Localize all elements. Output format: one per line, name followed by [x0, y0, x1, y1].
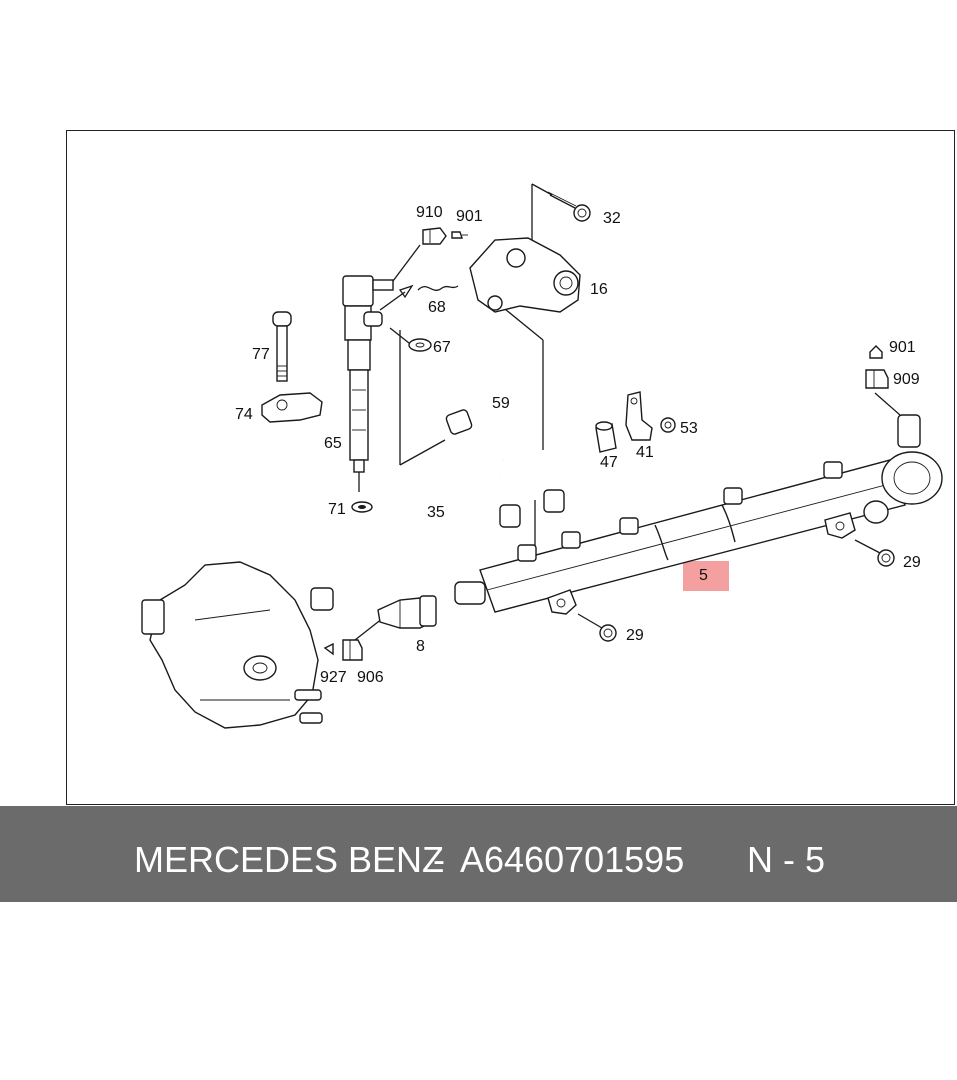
parts-diagram: 910 901 32 16 68 67 77 74 65 59 71 35 90…: [141, 183, 943, 729]
footer-part-number: A6460701595: [460, 839, 685, 880]
label-35: 35: [427, 504, 445, 521]
label-74: 74: [235, 406, 253, 423]
label-927: 927: [320, 669, 347, 686]
seal-67: [389, 327, 432, 352]
clip-68: [379, 284, 459, 311]
label-65: 65: [324, 435, 342, 452]
label-16: 16: [590, 281, 608, 298]
footer-bar: MERCEDES BENZ - A6460701595 N - 5: [0, 806, 957, 902]
label-59: 59: [492, 395, 510, 412]
bracket-16: [469, 237, 581, 313]
high-pressure-pump: [141, 561, 323, 729]
leader-lines: [354, 183, 901, 641]
label-47: 47: [600, 454, 618, 471]
sleeve-47: [595, 421, 617, 453]
clip-910: [422, 227, 447, 245]
label-77: 77: [252, 346, 270, 363]
bolt-29-right: [854, 539, 895, 567]
label-71: 71: [328, 501, 346, 518]
clamp-74: [261, 392, 323, 423]
label-5: 5: [699, 567, 708, 584]
label-29-lower: 29: [626, 627, 644, 644]
bolt-29-lower: [577, 613, 617, 642]
label-53: 53: [680, 420, 698, 437]
bolt-77: [272, 311, 292, 382]
label-67: 67: [433, 339, 451, 356]
connector-927: [323, 642, 334, 656]
footer-position: N - 5: [747, 839, 826, 880]
label-906: 906: [357, 669, 384, 686]
label-8: 8: [416, 638, 425, 655]
connector-906: [342, 639, 363, 661]
label-910: 910: [416, 204, 443, 221]
label-41: 41: [636, 444, 654, 461]
part-5-highlight: [683, 561, 729, 591]
label-909: 909: [893, 371, 920, 388]
bracket-41: [625, 391, 653, 441]
washer-71: [351, 501, 373, 513]
sensor-8: [377, 595, 437, 629]
label-901: 901: [456, 208, 483, 225]
clip-901: [451, 231, 468, 239]
label-901-right: 901: [889, 339, 916, 356]
part-labels: 910 901 32 16 68 67 77 74 65 59 71 35 90…: [235, 204, 921, 686]
clip-901-right: [869, 345, 883, 359]
label-68: 68: [428, 299, 446, 316]
label-29-right: 29: [903, 554, 921, 571]
footer-brand: MERCEDES BENZ: [134, 839, 445, 880]
injector-65: [342, 275, 394, 492]
connector-909: [865, 369, 889, 389]
footer-separator: -: [433, 839, 445, 880]
bolt-32: [547, 191, 591, 222]
nut-53: [660, 417, 676, 433]
pipe-35: [310, 473, 501, 611]
label-32: 32: [603, 210, 621, 227]
fuel-rail-5: [454, 414, 943, 615]
pipe-59: [445, 409, 565, 528]
footer-text: MERCEDES BENZ - A6460701595 N - 5: [0, 840, 957, 1080]
